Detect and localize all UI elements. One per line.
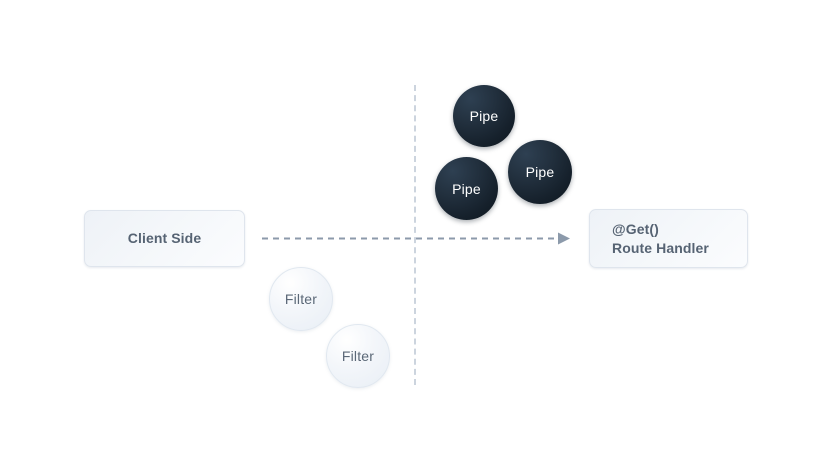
route-handler-box[interactable]: @Get() Route Handler bbox=[589, 209, 748, 268]
filter-circle-label: Filter bbox=[284, 291, 318, 307]
client-side-label: Client Side bbox=[127, 230, 202, 246]
filter-circle[interactable]: Filter bbox=[269, 267, 333, 331]
route-handler-label: @Get() Route Handler bbox=[612, 220, 709, 258]
pipe-circle[interactable]: Pipe bbox=[453, 85, 515, 147]
filter-circle-label: Filter bbox=[341, 348, 375, 364]
route-handler-title: Route Handler bbox=[612, 239, 709, 256]
route-handler-decorator: @Get() bbox=[612, 220, 659, 237]
vertical-dashed-divider bbox=[414, 85, 416, 385]
flow-arrow-head-icon bbox=[558, 232, 570, 245]
pipe-circle-label: Pipe bbox=[469, 108, 499, 124]
pipe-circle[interactable]: Pipe bbox=[508, 140, 572, 204]
client-side-box[interactable]: Client Side bbox=[84, 210, 245, 267]
pipe-circle-label: Pipe bbox=[452, 180, 481, 197]
pipe-circle[interactable]: Pipe bbox=[435, 157, 498, 220]
pipe-circle-label: Pipe bbox=[525, 164, 555, 180]
flow-arrow-dashed bbox=[262, 232, 570, 245]
filter-circle[interactable]: Filter bbox=[326, 324, 390, 388]
